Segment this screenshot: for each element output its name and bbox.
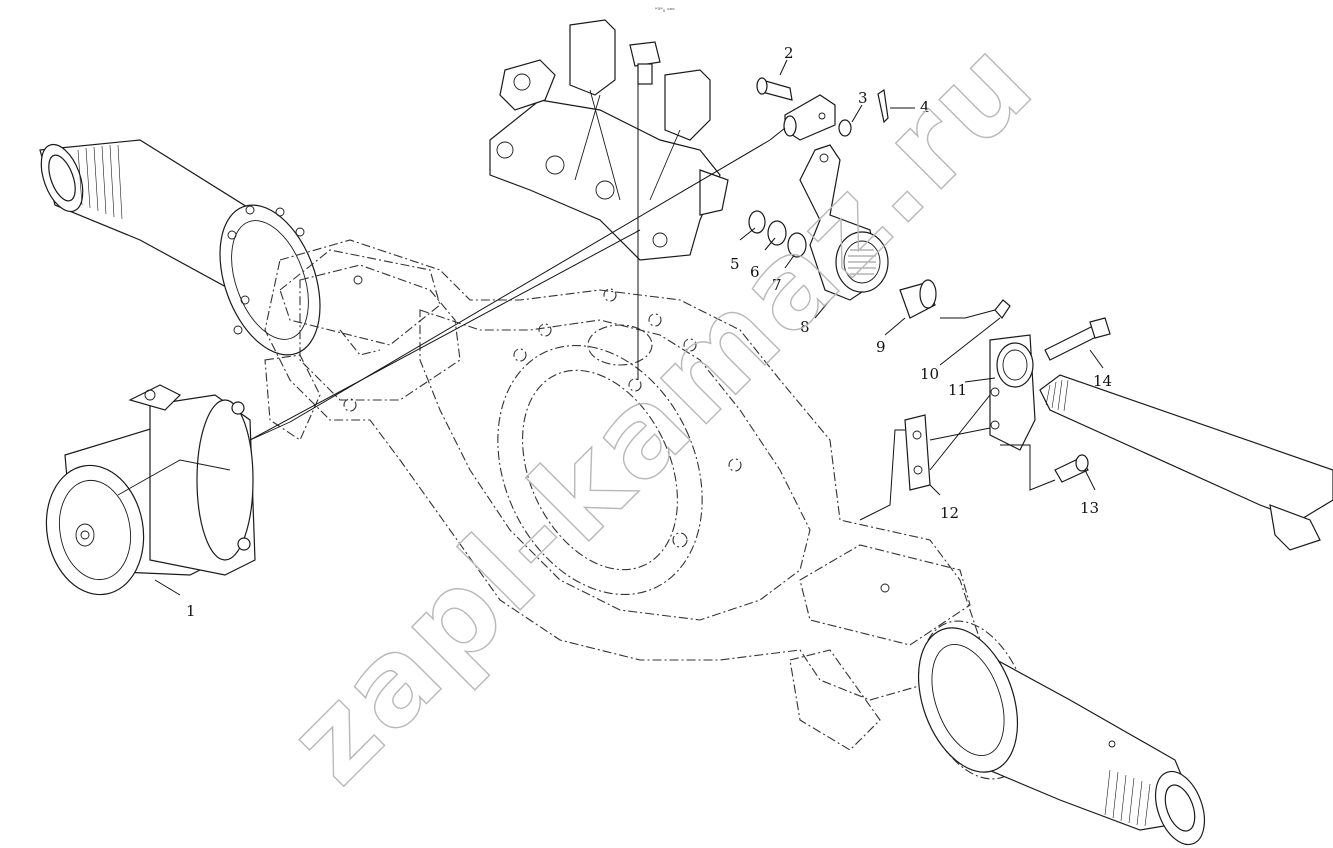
part-grease-fitting <box>994 299 1011 319</box>
part-bolt-13 <box>1054 454 1089 483</box>
part-plate <box>904 414 931 491</box>
leader-lines <box>154 59 1104 596</box>
callout-6: 6 <box>750 263 760 281</box>
callout-4: 4 <box>920 98 930 116</box>
callout-12: 12 <box>940 504 959 522</box>
brake-bracket <box>489 19 729 261</box>
callout-10: 10 <box>920 365 939 383</box>
part-washer-3 <box>838 119 852 137</box>
callout-11: 11 <box>948 381 967 399</box>
part-ring-5 <box>748 210 766 234</box>
callout-8: 8 <box>800 318 810 336</box>
left-spindle <box>39 139 321 356</box>
callout-3: 3 <box>858 89 868 107</box>
brake-chamber <box>45 384 291 596</box>
part-bolt-14 <box>1044 317 1111 361</box>
part-bushing <box>899 279 937 319</box>
part-ring-6 <box>767 220 787 246</box>
callout-1: 1 <box>186 602 196 620</box>
callout-7: 7 <box>772 276 782 294</box>
part-mounting-bracket <box>989 334 1036 451</box>
header-mark: "⁵"₀ ᵒᵒᵒ <box>655 7 675 14</box>
callout-9: 9 <box>876 338 886 356</box>
part-ring-7 <box>787 232 807 258</box>
callout-5: 5 <box>730 255 740 273</box>
callout-13: 13 <box>1080 499 1099 517</box>
part-clevis <box>783 94 836 141</box>
camshaft <box>1039 374 1333 551</box>
callouts: 1 2 3 4 5 6 7 8 9 10 11 12 13 14 <box>186 44 1112 620</box>
callout-14: 14 <box>1093 372 1112 390</box>
part-pin <box>756 77 793 101</box>
part-slack-adjuster <box>799 144 889 301</box>
right-spindle <box>917 627 1206 846</box>
part-cotter-pin <box>877 88 889 124</box>
callout-2: 2 <box>784 44 794 62</box>
